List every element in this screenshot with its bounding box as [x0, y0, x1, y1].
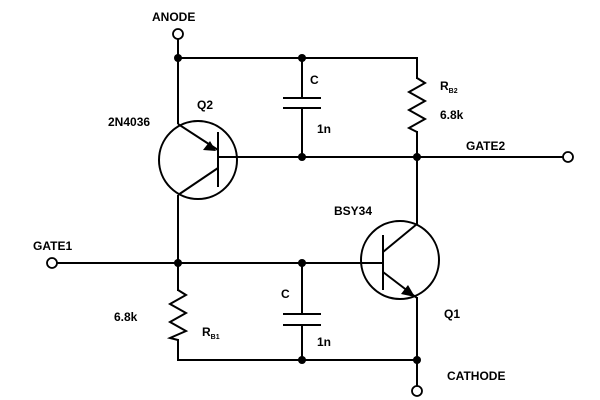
rb2-value: 6.8k — [440, 108, 464, 122]
rb2-name-sub: B2 — [449, 88, 458, 95]
q1-designator: Q1 — [444, 307, 460, 321]
capacitor-lower — [283, 313, 321, 326]
cathode-terminal — [411, 385, 423, 397]
upper-capacitor-name: C — [310, 73, 319, 87]
gate2-label: GATE2 — [466, 139, 505, 153]
lower-capacitor-value: 1n — [317, 335, 331, 349]
transistor-q1 — [360, 220, 440, 300]
rb1-name-main: R — [202, 325, 211, 339]
gate2-terminal — [562, 151, 574, 163]
gate1-terminal — [46, 257, 58, 269]
q2-part-number: 2N4036 — [108, 115, 150, 129]
cathode-label: CATHODE — [447, 369, 505, 383]
wires — [57, 39, 563, 386]
q1-part-number: BSY34 — [334, 204, 372, 218]
anode-terminal — [172, 28, 184, 40]
rb1-name: RB1 — [202, 325, 220, 341]
rb1-value: 6.8k — [114, 310, 138, 324]
transistor-q2 — [158, 120, 238, 200]
gate1-label: GATE1 — [33, 239, 72, 253]
q2-designator: Q2 — [197, 98, 213, 112]
anode-label: ANODE — [152, 10, 195, 24]
rb1-name-sub: B1 — [211, 334, 220, 341]
rb2-name: RB2 — [440, 79, 458, 95]
capacitor-upper — [283, 97, 321, 109]
upper-capacitor-value: 1n — [317, 122, 331, 136]
resistor-rb1 — [166, 289, 189, 341]
lower-capacitor-name: C — [281, 287, 290, 301]
rb2-name-main: R — [440, 79, 449, 93]
resistor-rb2 — [406, 77, 428, 133]
junction-dots — [174, 54, 421, 364]
